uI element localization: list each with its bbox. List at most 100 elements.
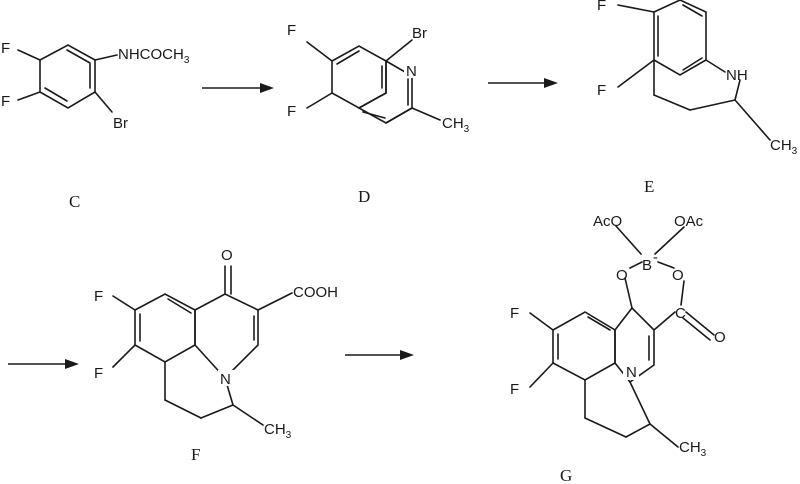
compound-e-bond — [689, 99, 736, 111]
compound-d: N F F Br CH3 D — [287, 22, 470, 206]
compound-g-double-bond — [682, 317, 711, 341]
fluorine-atom: F — [1, 40, 10, 57]
acetoxy-group: OAc — [674, 213, 704, 230]
subscript-3: 3 — [184, 55, 190, 66]
compound-f-pyridone-ring — [194, 293, 259, 380]
subscript-3: 3 — [464, 124, 470, 135]
compound-g-bond — [629, 261, 643, 269]
compound-c-bond — [94, 91, 113, 113]
compound-d-bond — [306, 92, 333, 109]
compound-d-bond — [385, 39, 413, 62]
compound-e-bond — [617, 59, 655, 88]
compound-g-bond — [657, 261, 675, 269]
compound-c-double-bond — [44, 87, 68, 102]
compound-label-c: C — [69, 192, 80, 211]
compound-g-benzo-ring — [552, 311, 616, 381]
bromine-atom: Br — [113, 115, 128, 132]
compound-d-bond — [411, 107, 441, 121]
methyl-text: CH — [264, 421, 286, 438]
atom-mask — [623, 362, 639, 380]
methyl-group: CH3 — [264, 421, 292, 441]
compound-f-double-bond — [167, 298, 192, 314]
fluorine-atom: F — [1, 93, 10, 110]
compound-g-bond — [584, 417, 627, 438]
nh-group: NH — [726, 67, 748, 84]
reaction-arrow-2 — [488, 78, 558, 88]
nitrogen-atom: N — [220, 371, 231, 388]
compound-e: F F NH CH3 E — [597, 0, 798, 196]
compound-d-double-bond — [336, 50, 360, 65]
nitrogen-atom: N — [406, 63, 417, 80]
compound-label-d: D — [358, 187, 370, 206]
nitrogen-atom: N — [626, 364, 637, 381]
compound-f-bond — [164, 399, 202, 419]
compound-f-benzo-ring — [134, 293, 196, 363]
boron-charge: - — [653, 249, 658, 266]
reaction-arrow-1 — [202, 83, 274, 93]
fluorine-atom: F — [597, 0, 606, 14]
compound-g-bond — [680, 280, 685, 306]
acetamido-text: NHCOCH — [118, 46, 184, 63]
compound-c-bond — [94, 54, 118, 61]
compound-e-double-bond — [682, 57, 703, 71]
fluorine-atom: F — [597, 82, 606, 99]
compound-g-bond — [529, 362, 554, 388]
reaction-arrow-3 — [8, 359, 79, 369]
compound-d-bond — [306, 41, 333, 62]
compound-c-bond — [17, 91, 41, 101]
carboxyl-group: COOH — [293, 284, 338, 301]
oxygen-atom: O — [616, 267, 628, 284]
compound-g-bond — [529, 312, 554, 331]
oxygen-atom: O — [714, 329, 726, 346]
compound-d-benzo-ring — [331, 45, 387, 109]
compound-f: O N F F COOH CH3 F — [94, 245, 338, 464]
compound-g-double-bond — [685, 311, 715, 336]
compound-g: N F F AcO OAc B - O O C O CH3 G — [510, 213, 726, 484]
atom-mask — [218, 370, 234, 386]
fluorine-atom: F — [287, 103, 296, 120]
carbon-atom: C — [675, 305, 686, 322]
atom-mask — [404, 62, 420, 78]
acetoxy-group: AcO — [593, 213, 622, 230]
compound-g-bond — [624, 277, 633, 309]
methyl-text: CH — [679, 439, 701, 456]
atom-mask — [217, 245, 234, 265]
bromine-atom: Br — [412, 25, 427, 42]
methyl-text: CH — [442, 115, 464, 132]
fluorine-atom: F — [287, 22, 296, 39]
compound-g-bond — [629, 381, 651, 425]
compound-e-bond — [617, 4, 655, 13]
fluorine-atom: F — [94, 365, 103, 382]
oxygen-atom: O — [221, 247, 233, 264]
compound-f-bond — [200, 404, 234, 419]
compound-label-g: G — [560, 466, 572, 484]
fluorine-atom: F — [94, 288, 103, 305]
fluorine-atom: F — [510, 381, 519, 398]
methyl-group: CH3 — [679, 439, 707, 459]
compound-e-benzo-ring — [653, 0, 707, 76]
compound-g-bond — [653, 311, 676, 331]
compound-label-e: E — [644, 177, 654, 196]
compound-e-bond — [734, 79, 741, 101]
methyl-text: CH — [770, 137, 792, 154]
compound-e-bond — [653, 94, 691, 111]
subscript-3: 3 — [701, 448, 707, 459]
compound-g-bond — [654, 226, 685, 255]
methyl-group: CH3 — [770, 137, 798, 157]
compound-c-ring — [39, 44, 96, 109]
compound-c: F F NHCOCH3 Br C — [1, 40, 190, 211]
oxygen-atom: O — [672, 267, 684, 284]
reaction-arrow-4 — [345, 350, 414, 360]
compound-g-bond — [649, 423, 679, 448]
subscript-3: 3 — [286, 430, 292, 441]
compound-c-bond — [17, 49, 41, 61]
compound-f-bond — [112, 295, 136, 311]
compound-d-double-bond — [362, 111, 386, 119]
methyl-group: CH3 — [442, 115, 470, 135]
compound-e-bond — [705, 59, 726, 73]
compound-f-bond — [112, 344, 136, 368]
compound-g-bond — [625, 423, 651, 438]
compound-e-bond — [734, 99, 771, 141]
compound-c-double-bond — [66, 49, 91, 64]
